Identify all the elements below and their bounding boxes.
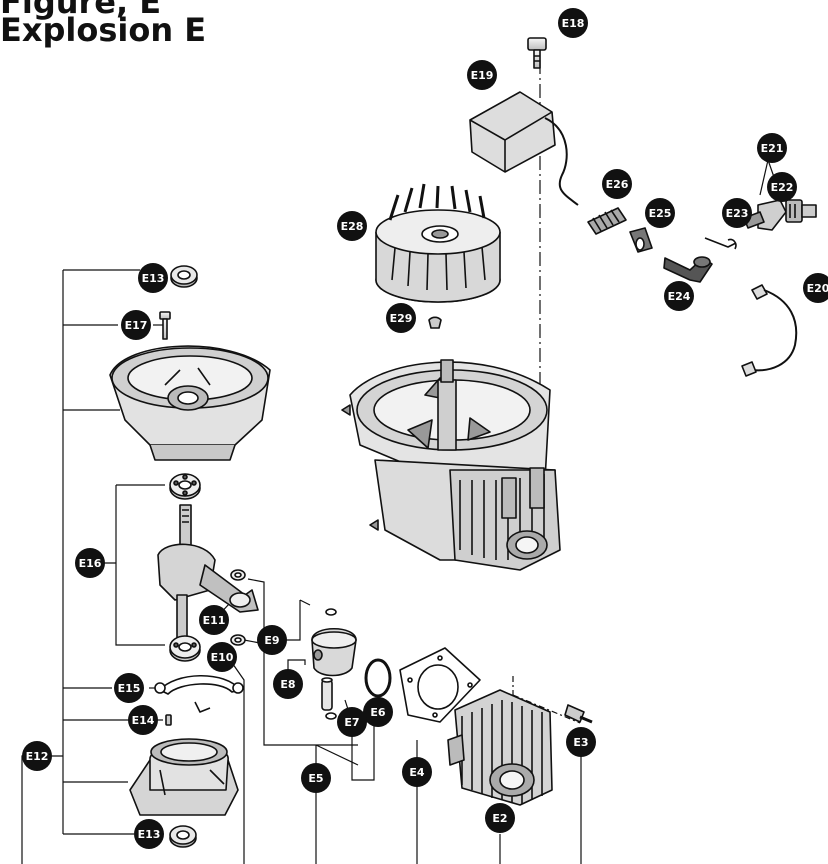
svg-text:E22: E22 xyxy=(771,181,794,194)
svg-text:E19: E19 xyxy=(471,69,494,82)
lower-crankcase-icon xyxy=(129,738,239,816)
callout-e16: E16 xyxy=(75,548,105,578)
bolt-e17-icon xyxy=(159,311,171,340)
callout-e23: E23 xyxy=(722,198,752,228)
bolt-e3-icon xyxy=(564,704,593,724)
callout-e9: E9 xyxy=(257,625,287,655)
ignition-coil-icon xyxy=(469,91,579,206)
callout-e15: E15 xyxy=(114,673,144,703)
callout-e26: E26 xyxy=(602,169,632,199)
svg-text:E20: E20 xyxy=(807,282,828,295)
callout-group: E2 E3 E4 E5 E6 E7 E8 E9 E10 E11 E12 E13 … xyxy=(22,8,828,849)
ground-wire-icon xyxy=(741,284,798,377)
crankcase-half-icon xyxy=(109,345,271,461)
engine-block-icon xyxy=(341,359,561,571)
callout-e7: E7 xyxy=(337,707,367,737)
callout-e12: E12 xyxy=(22,741,52,771)
bearing-top-icon xyxy=(169,473,201,500)
svg-text:E25: E25 xyxy=(649,207,672,220)
svg-text:E15: E15 xyxy=(118,682,141,695)
svg-text:E14: E14 xyxy=(132,714,155,727)
callout-e17: E17 xyxy=(121,310,151,340)
callout-e18: E18 xyxy=(558,8,588,38)
svg-text:E7: E7 xyxy=(344,716,359,729)
callout-e5: E5 xyxy=(301,763,331,793)
callout-e6: E6 xyxy=(363,697,393,727)
piston-pin-icon xyxy=(321,677,337,720)
callout-e2: E2 xyxy=(485,803,515,833)
callout-e24: E24 xyxy=(664,281,694,311)
flywheel-icon xyxy=(375,183,501,303)
svg-text:E13: E13 xyxy=(142,272,165,285)
screw-e18-icon xyxy=(527,37,547,69)
callout-e25: E25 xyxy=(645,198,675,228)
cap-e25-icon xyxy=(629,227,653,253)
spark-plug-icon xyxy=(743,199,817,231)
callout-e13-bottom: E13 xyxy=(134,819,164,849)
callout-e21: E21 xyxy=(757,133,787,163)
diagram-title: Explosion E xyxy=(0,11,207,49)
oil-seal-bottom-icon xyxy=(169,825,197,848)
svg-text:E8: E8 xyxy=(280,678,295,691)
svg-text:E9: E9 xyxy=(264,634,279,647)
clip-e23-icon xyxy=(704,237,737,250)
svg-text:E10: E10 xyxy=(211,651,234,664)
dowel-pin-icon xyxy=(165,714,172,726)
svg-text:E18: E18 xyxy=(562,17,585,30)
bearing-bottom-icon xyxy=(169,635,201,662)
spring-e26-icon xyxy=(587,207,627,235)
svg-text:E13: E13 xyxy=(138,828,161,841)
callout-e8: E8 xyxy=(273,669,303,699)
figure-heading: Figure, E xyxy=(0,0,162,21)
callout-e20: E20 xyxy=(803,273,828,303)
svg-text:E23: E23 xyxy=(726,207,749,220)
svg-text:E4: E4 xyxy=(409,766,425,779)
svg-text:E26: E26 xyxy=(606,178,629,191)
svg-text:E24: E24 xyxy=(668,290,691,303)
svg-text:E12: E12 xyxy=(26,750,49,763)
callout-e4: E4 xyxy=(402,757,432,787)
callout-e19: E19 xyxy=(467,60,497,90)
callout-e3: E3 xyxy=(566,727,596,757)
callout-e22: E22 xyxy=(767,172,797,202)
cylinder-icon xyxy=(447,689,553,806)
piston-icon xyxy=(311,608,357,677)
svg-text:E3: E3 xyxy=(573,736,588,749)
svg-text:E5: E5 xyxy=(308,772,323,785)
callout-e11: E11 xyxy=(199,605,229,635)
svg-text:E6: E6 xyxy=(370,706,386,719)
svg-text:E16: E16 xyxy=(79,557,102,570)
svg-text:E2: E2 xyxy=(492,812,507,825)
spark-plug-boot-icon xyxy=(663,256,713,283)
callout-e10: E10 xyxy=(207,642,237,672)
svg-text:E17: E17 xyxy=(125,319,148,332)
svg-text:E28: E28 xyxy=(341,220,364,233)
callout-e13-top: E13 xyxy=(138,263,168,293)
cylinder-gasket-icon xyxy=(399,647,481,723)
svg-text:E11: E11 xyxy=(203,614,226,627)
crankcase-gasket-icon xyxy=(154,674,244,713)
svg-text:E29: E29 xyxy=(390,312,413,325)
oil-seal-top-icon xyxy=(170,265,198,288)
callout-e29: E29 xyxy=(386,303,416,333)
woodruff-key-icon xyxy=(428,316,442,329)
washer-e10-icon xyxy=(230,569,246,646)
callout-e14: E14 xyxy=(128,705,158,735)
callout-e28: E28 xyxy=(337,211,367,241)
piston-ring-icon xyxy=(364,658,392,698)
svg-text:E21: E21 xyxy=(761,142,784,155)
